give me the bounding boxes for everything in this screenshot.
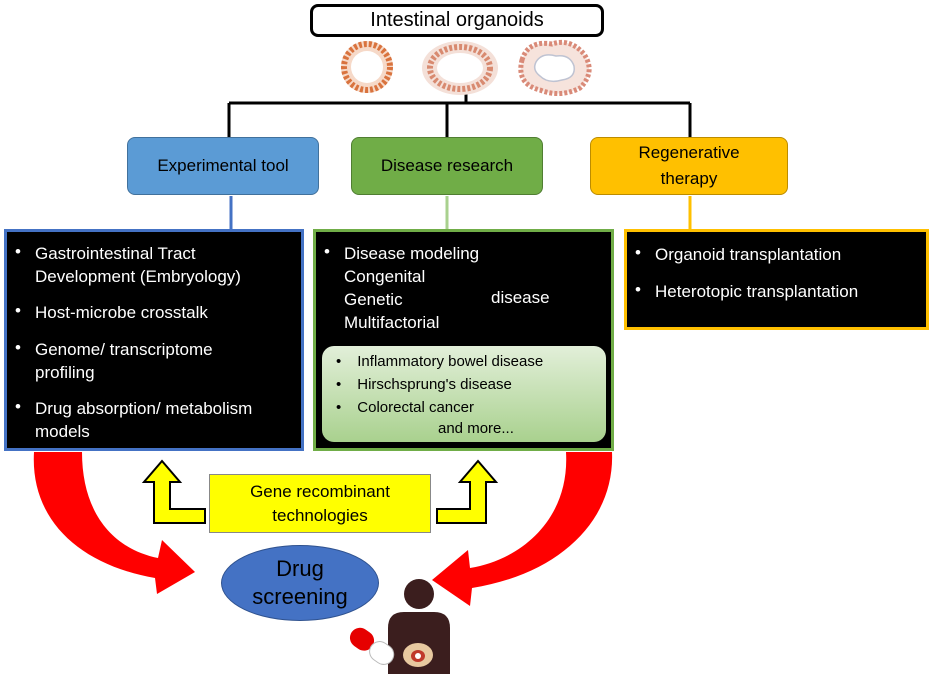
- disease-type: Genetic: [344, 290, 403, 309]
- list-item-text: Organoid transplantation: [655, 245, 842, 264]
- disease-modeling-heading: Disease modeling: [344, 244, 480, 263]
- category-regenerative-therapy: Regenerative therapy: [590, 137, 788, 195]
- disease-bracket-label: disease: [491, 288, 550, 307]
- disease-examples-more: and more...: [438, 420, 514, 437]
- list-item-text: Gastrointestinal Tract: [35, 244, 196, 263]
- list-item-text: Host-microbe crosstalk: [35, 303, 208, 322]
- list-item-text: Genome/ transcriptome: [35, 340, 213, 359]
- list-item: •Colorectal cancer: [336, 399, 474, 416]
- tree-connector: [227, 86, 692, 137]
- list-item: •Hirschsprung's disease: [336, 376, 512, 393]
- disease-example: Colorectal cancer: [357, 399, 474, 416]
- category-regenerative-line2: therapy: [660, 169, 718, 188]
- category-regenerative-line1: Regenerative: [638, 143, 740, 162]
- list-item-text: Drug absorption/ metabolism: [35, 399, 253, 418]
- drug-screening-line2: screening: [252, 584, 348, 609]
- disease-examples-box: •Inflammatory bowel disease •Hirschsprun…: [322, 346, 606, 442]
- experimental-tool-panel: • Gastrointestinal Tract Development (Em…: [4, 229, 304, 451]
- disease-type: Congenital: [344, 267, 426, 286]
- list-item: •Inflammatory bowel disease: [336, 353, 544, 370]
- list-item-text: profiling: [35, 363, 95, 382]
- gene-box-line2: technologies: [272, 505, 368, 525]
- disease-example: Inflammatory bowel disease: [357, 353, 544, 370]
- list-item-text: models: [35, 422, 90, 441]
- up-arrow-icon: [141, 459, 206, 524]
- pill-capsule-icon: [349, 627, 395, 665]
- person-icon: [388, 579, 450, 674]
- organoid-cross-section-icon: [422, 41, 498, 95]
- up-arrow-icon: [436, 459, 499, 524]
- organoid-cross-section-icon: [341, 41, 393, 93]
- list-item-text: Development (Embryology): [35, 267, 241, 286]
- drug-screening-line1: Drug: [276, 556, 324, 581]
- page-title: Intestinal organoids: [310, 4, 604, 37]
- gene-box-line1: Gene recombinant: [250, 481, 390, 501]
- category-experimental-tool: Experimental tool: [127, 137, 319, 195]
- regenerative-therapy-panel: • Organoid transplantation • Heterotopic…: [624, 229, 929, 330]
- disease-type: Multifactorial: [344, 313, 440, 332]
- disease-example: Hirschsprung's disease: [357, 376, 512, 393]
- curved-arrow-icon: [432, 452, 613, 606]
- drug-screening-ellipse: Drug screening: [221, 545, 379, 621]
- organoid-cross-section-icon: [518, 39, 592, 96]
- list-item-text: Heterotopic transplantation: [655, 282, 859, 301]
- curved-arrow-icon: [33, 452, 196, 594]
- category-disease-research: Disease research: [351, 137, 543, 195]
- gene-recombinant-technologies-box: Gene recombinant technologies: [209, 474, 431, 533]
